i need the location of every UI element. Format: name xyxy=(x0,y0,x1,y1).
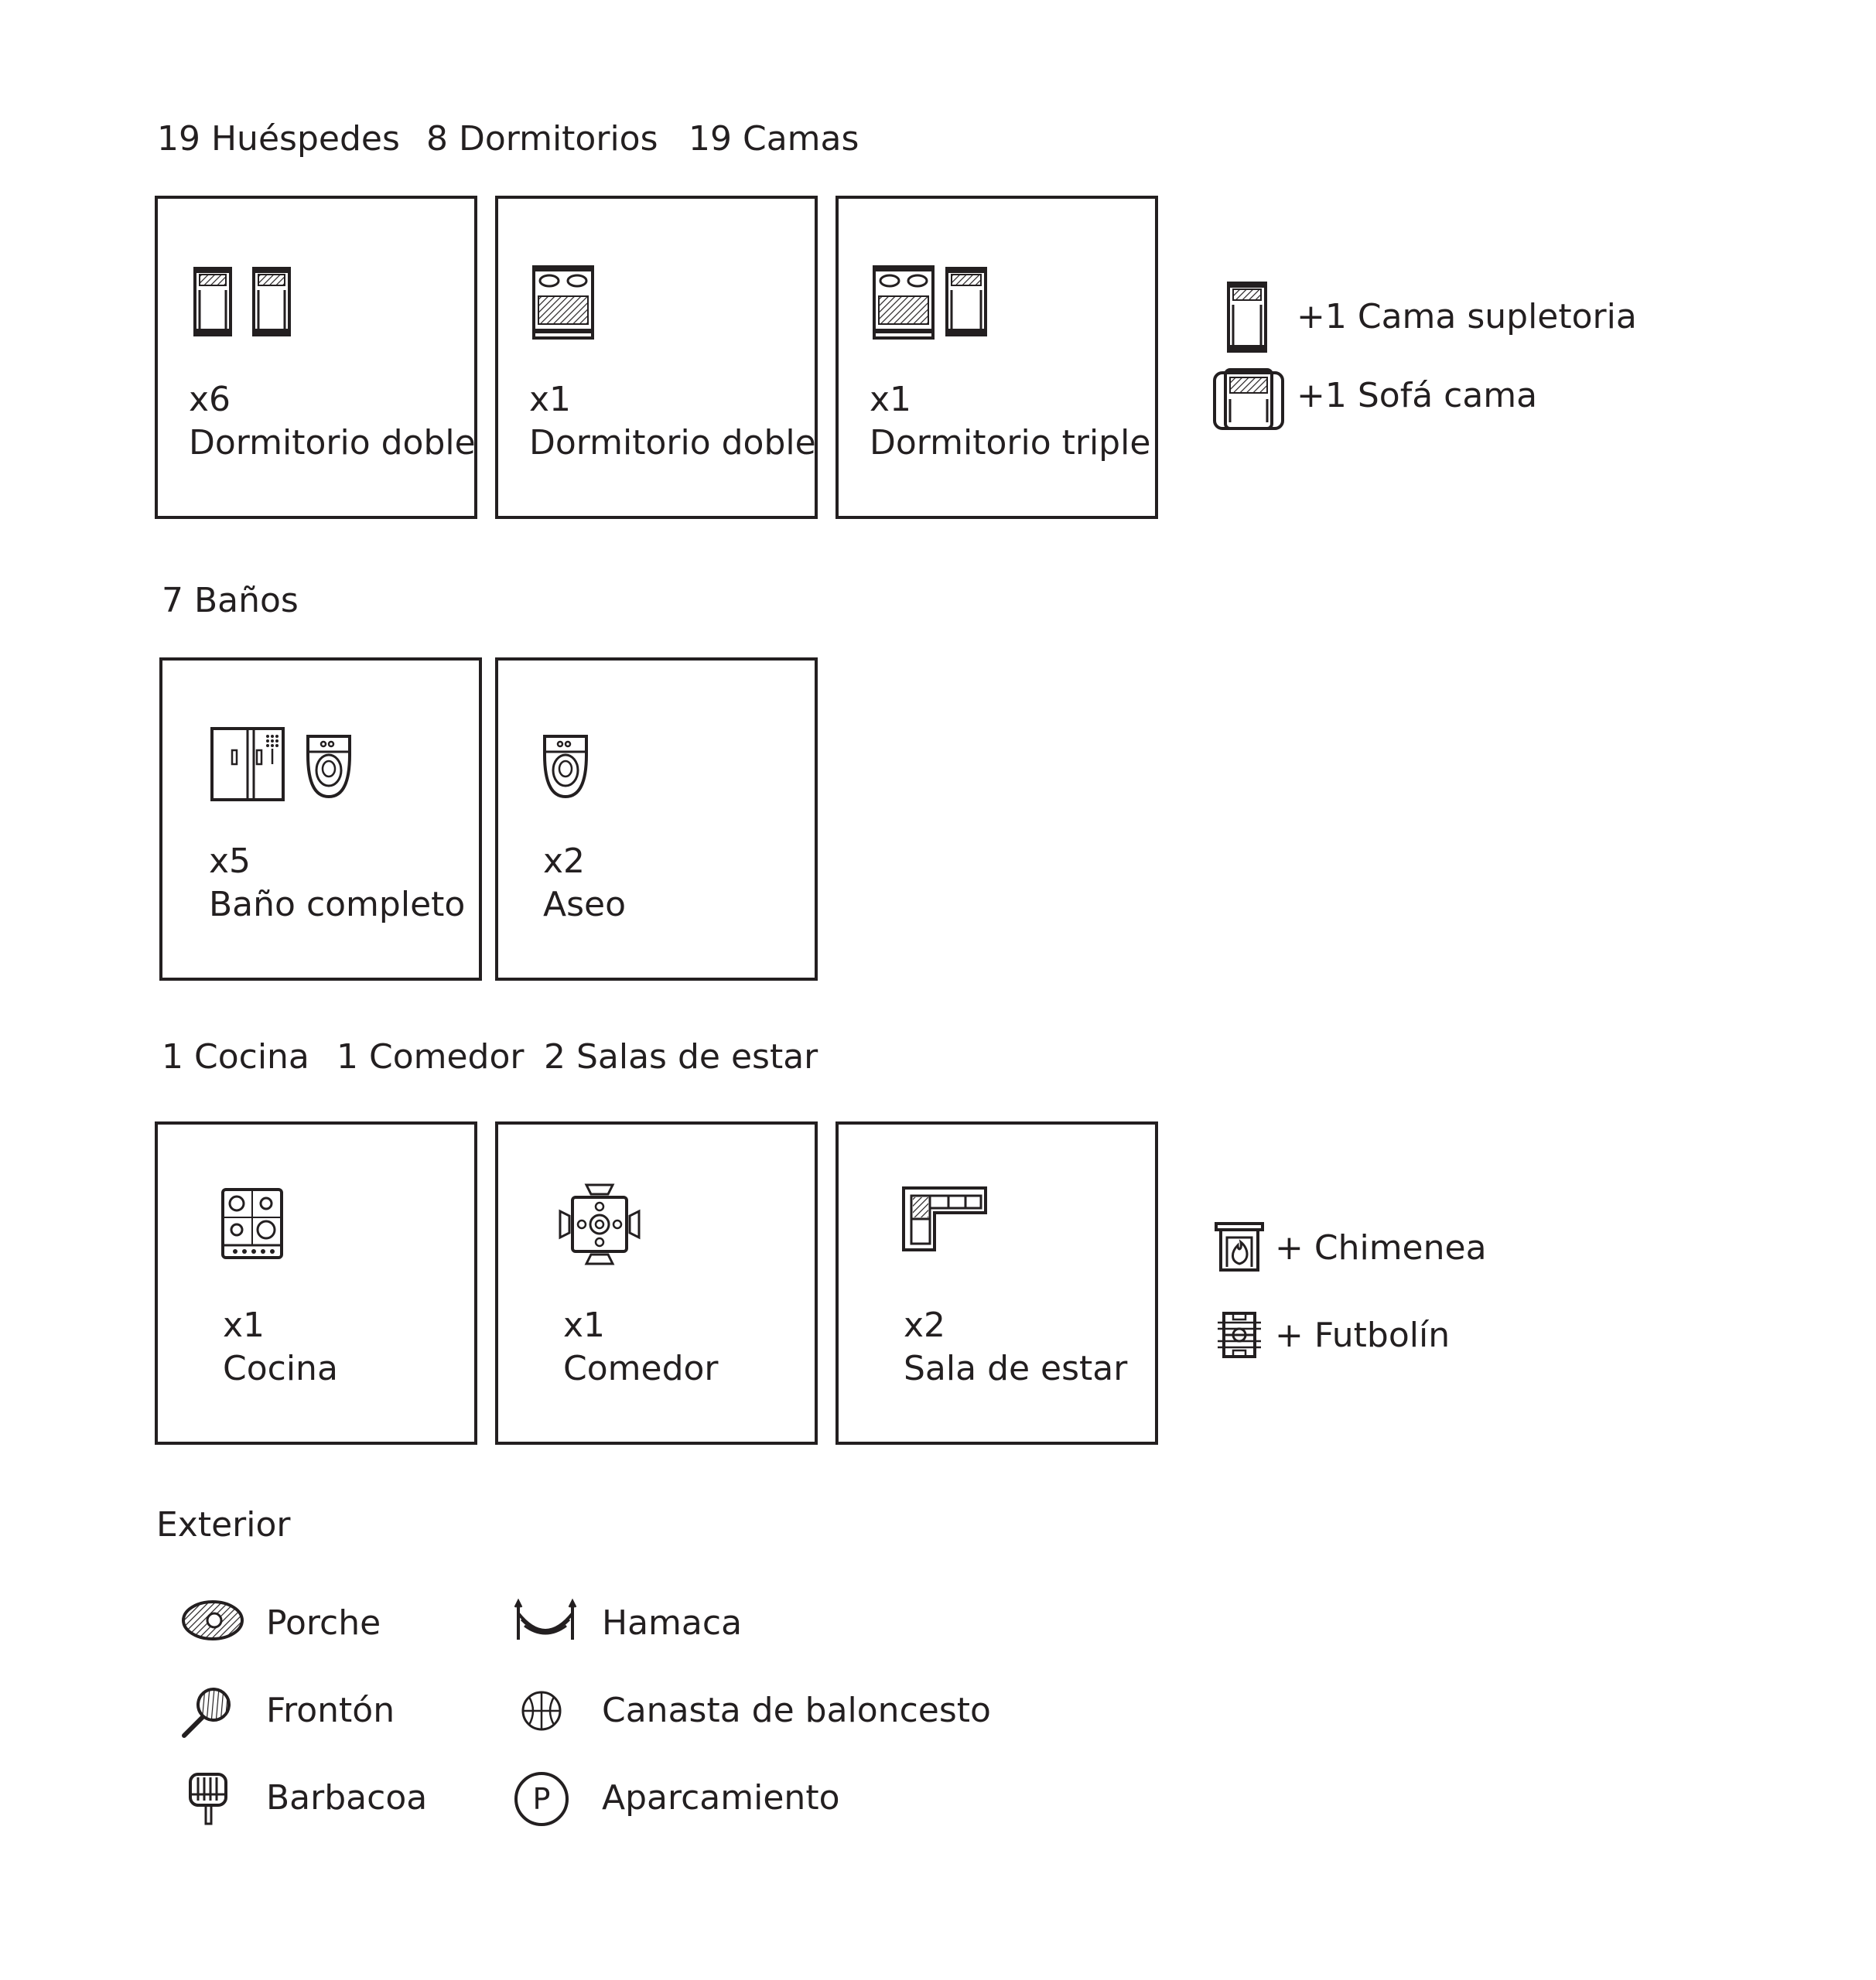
bathroom-count: x2 xyxy=(543,842,586,881)
bedroom-card-triple: x1 Dormitorio triple xyxy=(835,196,1158,519)
toilet-icon xyxy=(543,735,588,799)
living-room-card-count: x2 xyxy=(904,1306,946,1345)
bedroom-card-double: x1 Dormitorio doble xyxy=(495,196,818,519)
bedroom-label: Dormitorio triple xyxy=(870,423,1151,463)
dining-table-icon xyxy=(559,1183,641,1265)
beds-count: 19 Camas xyxy=(689,119,859,159)
bathroom-count: x5 xyxy=(209,842,251,881)
living-rooms-count: 2 Salas de estar xyxy=(544,1037,818,1077)
kitchen-card-label: Cocina xyxy=(223,1349,338,1388)
bedroom-label: Dormitorio doble xyxy=(529,423,816,463)
exterior-title: Exterior xyxy=(156,1505,291,1545)
bedroom-count: x1 xyxy=(870,380,912,419)
shower-icon xyxy=(210,727,285,801)
basketball-icon xyxy=(521,1691,562,1731)
bedroom-count: x1 xyxy=(529,380,572,419)
toilet-icon xyxy=(306,735,351,799)
sofa-bed-label: +1 Sofá cama xyxy=(1297,376,1538,415)
dining-card-count: x1 xyxy=(563,1306,606,1345)
bathroom-card-full: x5 Baño completo xyxy=(159,657,482,981)
sofa-icon xyxy=(902,1186,987,1251)
racket-icon xyxy=(182,1688,231,1738)
porch-label: Porche xyxy=(266,1603,381,1643)
extra-bed-icon xyxy=(1227,282,1267,353)
porch-icon xyxy=(182,1600,244,1640)
fireplace-label: + Chimenea xyxy=(1275,1228,1487,1268)
bathroom-label: Baño completo xyxy=(209,885,466,924)
kitchen-card-count: x1 xyxy=(223,1306,265,1345)
dining-card: x1 Comedor xyxy=(495,1121,818,1445)
parking-icon: P xyxy=(514,1772,569,1826)
sofa-bed-icon xyxy=(1213,368,1284,430)
parking-label: Aparcamiento xyxy=(602,1778,840,1818)
bedroom-card-double-twin: x6 Dormitorio doble xyxy=(155,196,477,519)
hammock-icon xyxy=(514,1598,577,1640)
bedroom-label: Dormitorio doble xyxy=(189,423,476,463)
bathroom-card-toilet: x2 Aseo xyxy=(495,657,818,981)
guests-count: 19 Huéspedes xyxy=(157,119,400,159)
fireplace-icon xyxy=(1215,1222,1264,1272)
hammock-label: Hamaca xyxy=(602,1603,743,1643)
bedrooms-count: 8 Dormitorios xyxy=(426,119,658,159)
living-room-card: x2 Sala de estar xyxy=(835,1121,1158,1445)
extra-bed-label: +1 Cama supletoria xyxy=(1297,297,1637,336)
kitchen-card: x1 Cocina xyxy=(155,1121,477,1445)
double-bed-icon xyxy=(873,265,935,340)
racket-label: Frontón xyxy=(266,1691,395,1730)
kitchen-count: 1 Cocina xyxy=(162,1037,309,1077)
double-bed-icon xyxy=(532,265,594,340)
dining-card-label: Comedor xyxy=(563,1349,719,1388)
bedroom-count: x6 xyxy=(189,380,231,419)
foosball-icon xyxy=(1218,1312,1261,1358)
single-bed-icon xyxy=(252,267,291,336)
single-bed-icon xyxy=(945,267,987,336)
basketball-label: Canasta de baloncesto xyxy=(602,1691,991,1730)
single-bed-icon xyxy=(193,267,232,336)
living-room-card-label: Sala de estar xyxy=(904,1349,1128,1388)
grill-label: Barbacoa xyxy=(266,1778,428,1818)
bathroom-label: Aseo xyxy=(543,885,627,924)
dining-count: 1 Comedor xyxy=(337,1037,525,1077)
bathrooms-count: 7 Baños xyxy=(162,581,299,620)
foosball-label: + Futbolín xyxy=(1275,1316,1451,1355)
stove-icon xyxy=(221,1188,283,1259)
grill-icon xyxy=(189,1773,227,1825)
svg-text:P: P xyxy=(533,1782,551,1816)
